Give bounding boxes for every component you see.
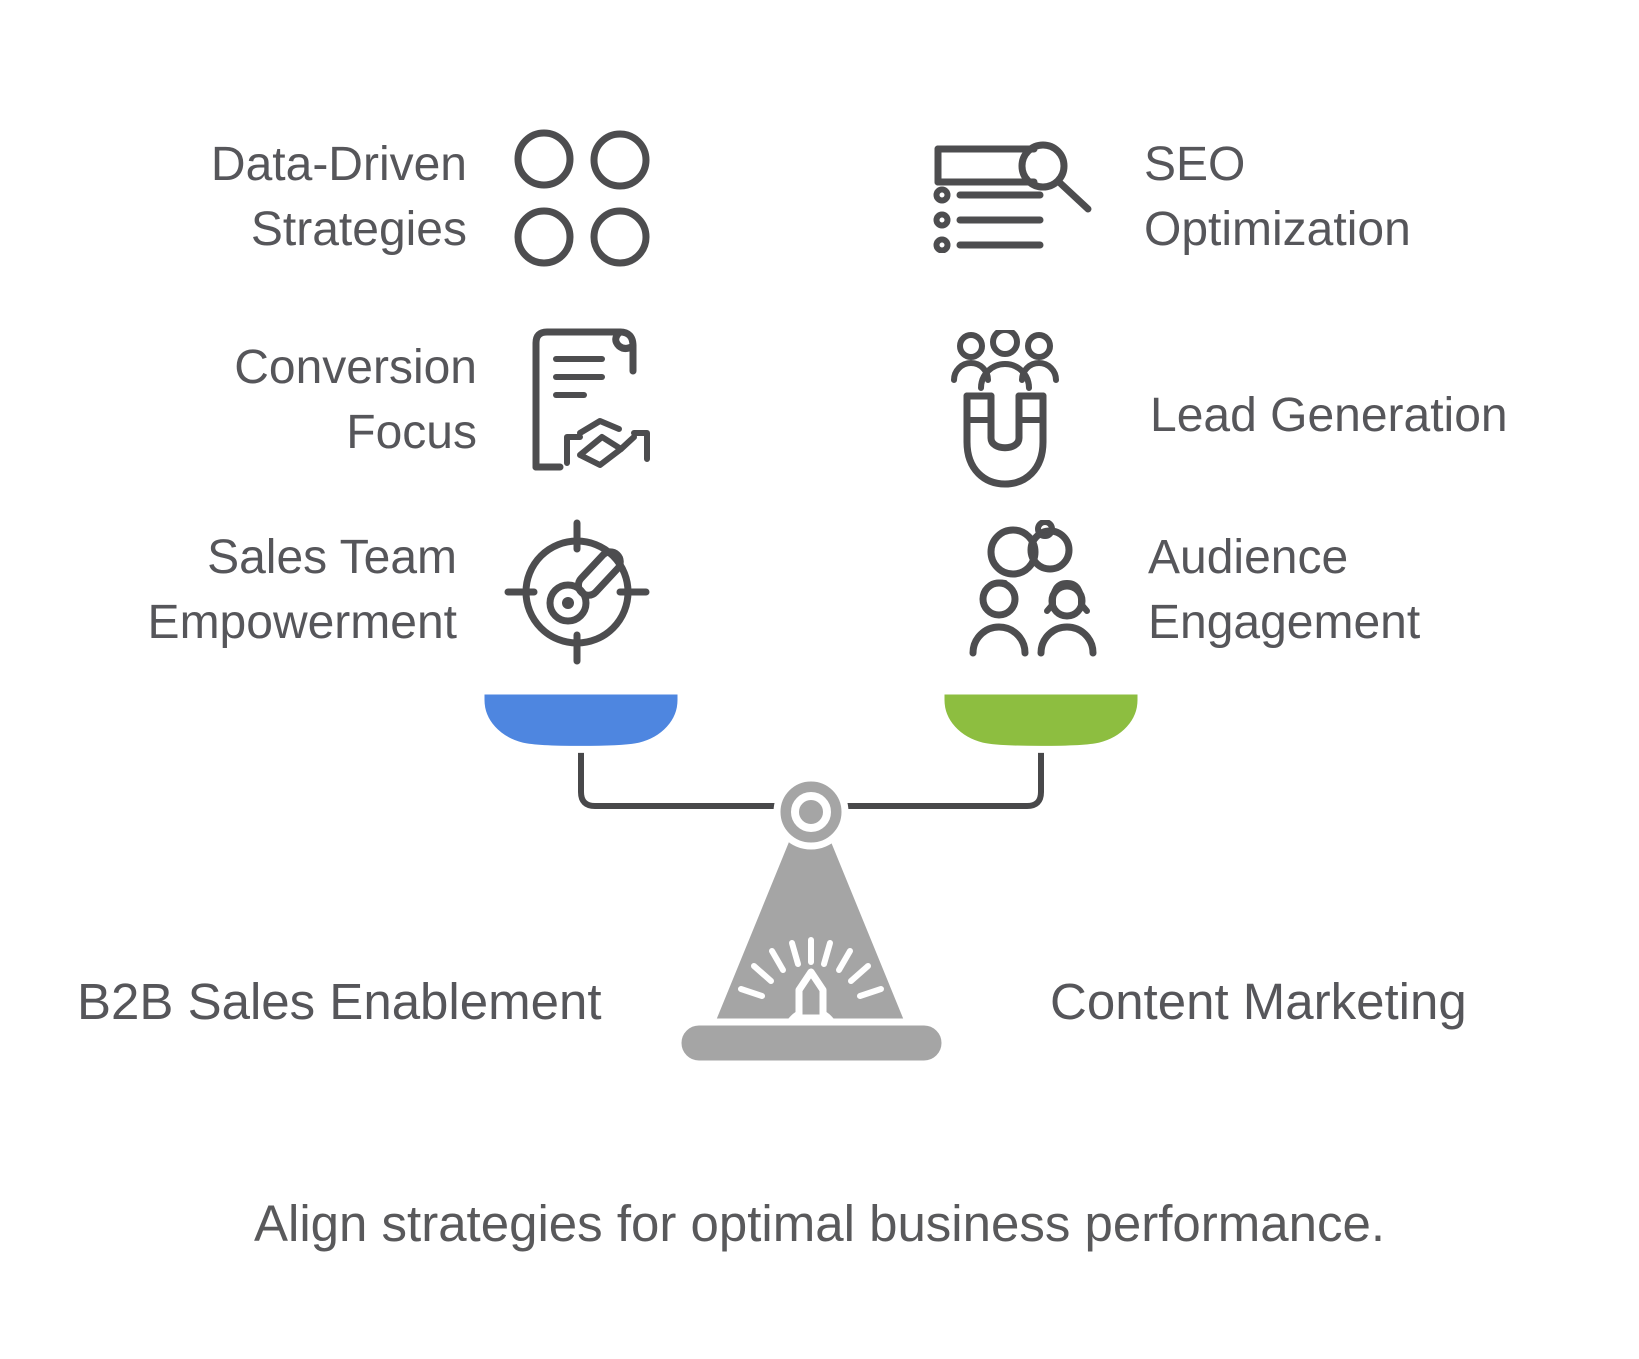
list-search-icon (930, 141, 1116, 253)
left-item-conversion-focus: Conversion Focus (52, 315, 652, 485)
left-pan-label: B2B Sales Enablement (77, 973, 602, 1030)
item-label: Conversion Focus (234, 341, 477, 459)
scale-needle-rays (738, 937, 884, 999)
right-item-seo: SEO Optimization (930, 112, 1570, 282)
item-label: SEO Optimization (1144, 138, 1411, 256)
linked-rings-people-icon (963, 520, 1108, 660)
right-pan-label: Content Marketing (1050, 973, 1467, 1030)
right-pan (937, 687, 1145, 753)
scale-needle (795, 968, 827, 1022)
left-item-data-driven: Data-Driven Strategies (52, 112, 652, 282)
item-label: Sales Team Empowerment (147, 531, 457, 649)
four-circles-icon (512, 127, 652, 267)
item-label: Audience Engagement (1148, 531, 1421, 649)
right-item-lead-generation: Lead Generation (945, 330, 1565, 500)
left-pan (477, 687, 685, 753)
left-item-sales-team: Sales Team Empowerment (52, 505, 652, 675)
right-item-audience: Audience Engagement (963, 505, 1583, 675)
scale-pivot (773, 774, 849, 850)
scale-base (674, 1018, 949, 1068)
item-label: Data-Driven Strategies (210, 138, 467, 256)
scale-pivot-ring (791, 792, 831, 832)
item-label: Lead Generation (1150, 388, 1508, 442)
contract-handshake-icon (522, 325, 652, 475)
gauge-target-icon (502, 515, 652, 665)
caption: Align strategies for optimal business pe… (253, 1195, 1386, 1252)
magnet-people-icon (945, 330, 1065, 500)
